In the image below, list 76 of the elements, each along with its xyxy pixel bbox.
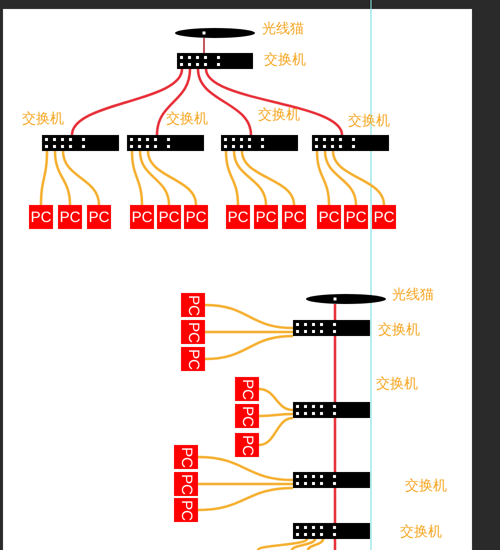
cable	[156, 68, 192, 136]
device-label: 交换机	[166, 110, 208, 126]
cable	[334, 539, 336, 550]
device-label: 光线猫	[262, 20, 304, 36]
cable	[203, 38, 205, 53]
device-label: 交换机	[378, 321, 420, 337]
computer-box: PC	[254, 205, 278, 229]
device-label: 交换机	[400, 523, 442, 539]
cable	[257, 538, 308, 550]
computer-box: PC	[317, 205, 341, 229]
device-label: 交换机	[22, 110, 64, 126]
cable	[240, 150, 296, 206]
cable	[62, 150, 100, 206]
cable	[130, 150, 144, 206]
switch-drawing	[293, 523, 370, 539]
computer-box: PC	[226, 205, 250, 229]
computer-box: PC	[282, 205, 306, 229]
modem-drawing	[175, 28, 255, 38]
computer-box: PC	[58, 205, 82, 229]
computer-box: PC	[181, 320, 205, 344]
switch-drawing	[312, 135, 389, 151]
switch-drawing	[127, 135, 204, 151]
device-label: 交换机	[264, 51, 306, 67]
switch-drawing	[177, 53, 253, 69]
computer-box: PC	[87, 205, 111, 229]
computer-box: PC	[181, 347, 205, 371]
cable	[205, 330, 293, 334]
computer-box: PC	[372, 205, 396, 229]
cable	[334, 304, 336, 320]
switch-drawing	[293, 320, 370, 336]
cable	[258, 412, 294, 418]
computer-box: PC	[235, 433, 259, 457]
cable	[70, 68, 184, 136]
cable	[204, 334, 294, 360]
computer-box: PC	[344, 205, 368, 229]
cable	[258, 416, 294, 446]
cable	[258, 388, 294, 412]
computer-box: PC	[235, 377, 259, 401]
cable	[334, 418, 336, 472]
switch-drawing	[293, 472, 370, 488]
device-label: 交换机	[258, 106, 300, 122]
device-label: 光线猫	[392, 286, 434, 302]
cable	[198, 482, 293, 486]
cable	[224, 150, 240, 206]
cable	[146, 150, 198, 206]
computer-box: PC	[174, 472, 198, 496]
cable	[40, 150, 48, 206]
computer-box: PC	[29, 205, 53, 229]
modem-drawing	[306, 294, 386, 304]
switch-drawing	[221, 135, 298, 151]
cable	[306, 538, 324, 550]
cable	[198, 456, 294, 482]
cable	[316, 150, 330, 206]
computer-box: PC	[157, 205, 181, 229]
device-label: 交换机	[405, 477, 447, 493]
switch-drawing	[293, 402, 370, 418]
computer-box: PC	[130, 205, 154, 229]
cable	[232, 150, 268, 206]
computer-box: PC	[174, 445, 198, 469]
cable	[196, 68, 252, 136]
cable	[204, 68, 344, 136]
cable	[334, 488, 336, 523]
computer-box: PC	[235, 404, 259, 428]
cable	[334, 336, 336, 402]
cable	[290, 538, 316, 550]
computer-box: PC	[174, 498, 198, 522]
cable	[324, 150, 358, 206]
computer-box: PC	[184, 205, 208, 229]
computer-box: PC	[181, 293, 205, 317]
device-label: 交换机	[376, 375, 418, 391]
cable	[198, 486, 294, 512]
cable	[332, 150, 386, 206]
cable	[54, 150, 72, 206]
cable	[138, 150, 170, 206]
cable	[204, 304, 294, 330]
switch-drawing	[42, 135, 119, 151]
